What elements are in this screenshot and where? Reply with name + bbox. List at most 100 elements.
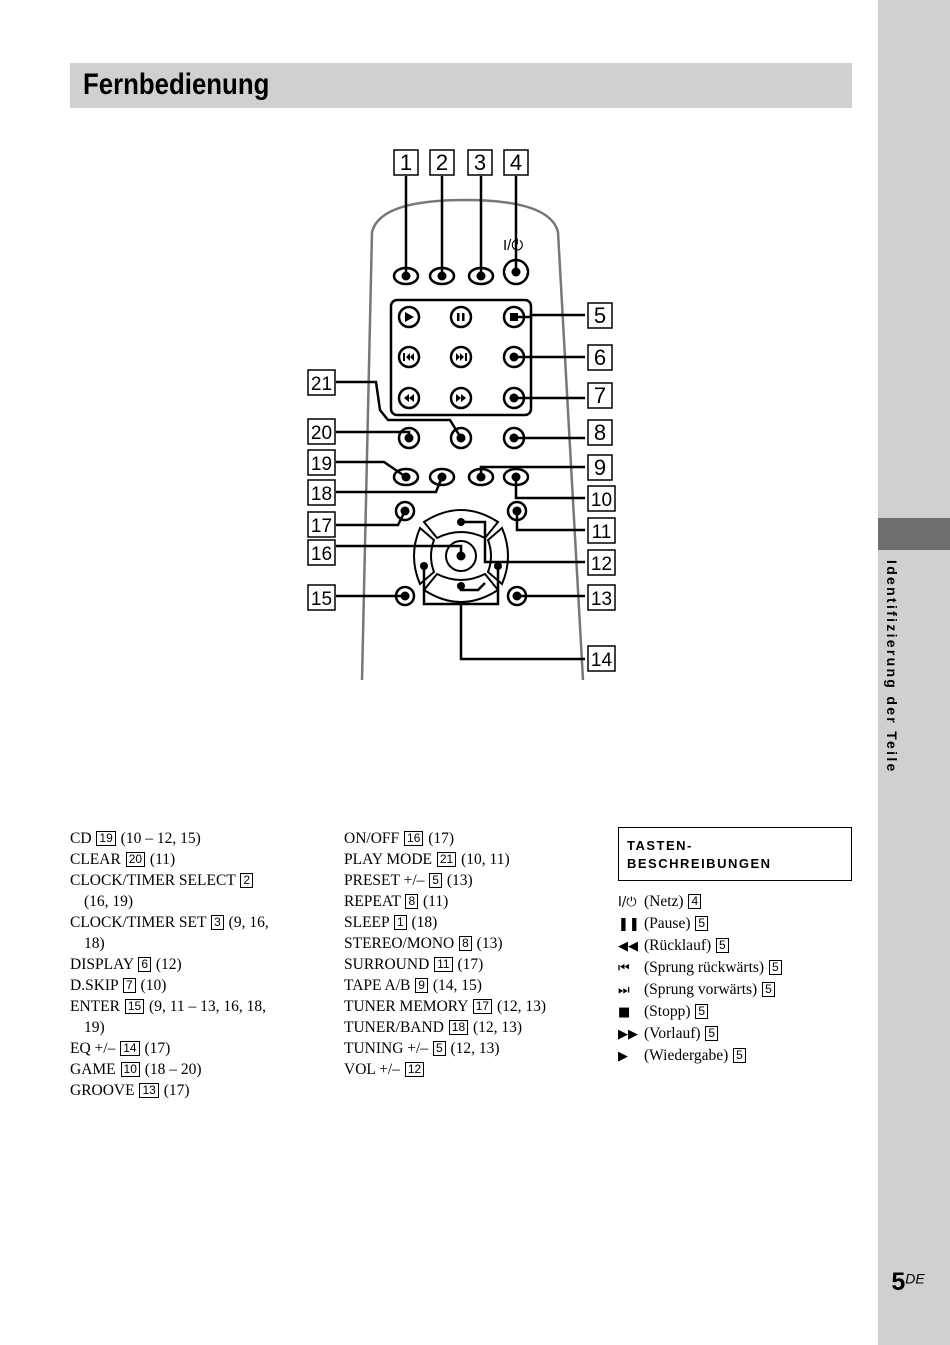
index-entry-label: SLEEP [344,914,393,931]
title-bar [70,63,852,108]
key-description-item: ❚❚(Pause) 5 [618,913,783,935]
index-entry: CLOCK/TIMER SELECT 2 [70,870,269,891]
key-description-item: ⏮(Sprung rückwärts) 5 [618,957,783,979]
index-entry-label: CD [70,830,96,847]
reference-number-box: 20 [125,852,146,867]
key-symbol-icon: ⏮ [618,961,630,976]
index-entry-pages: (9, 16, [224,914,269,931]
index-entry: D.SKIP 7 (10) [70,975,269,996]
index-entry-label: TUNER MEMORY [344,998,472,1015]
key-symbol-icon: ■ [618,1005,631,1020]
key-description-text: (Wiedergabe) [644,1047,733,1064]
reference-number-box: 4 [688,894,702,909]
callout-box: 14 [587,645,616,672]
index-entry-pages: (13) [442,872,473,889]
index-entry: TUNER MEMORY 17 (12, 13) [344,996,546,1017]
reference-number-box: 10 [120,1062,140,1077]
callout-box: 18 [307,479,336,506]
page-number: 5DE [878,1268,938,1297]
reference-number-box: 5 [429,873,442,888]
index-entry: DISPLAY 6 (12) [70,954,269,975]
reference-number-box: 5 [705,1026,719,1041]
index-entry-label: ON/OFF [344,830,404,847]
reference-number-box: 16 [404,831,424,846]
index-entry-pages: (11) [146,851,176,868]
index-entry-pages: (12, 13) [446,1040,500,1057]
index-entry: SURROUND 11 (17) [344,954,546,975]
index-entry: VOL +/– 12 [344,1059,546,1080]
index-entry: CD 19 (10 – 12, 15) [70,828,269,849]
index-entry: REPEAT 8 (11) [344,891,546,912]
callout-number: 17 [311,516,332,537]
callout-number: 1 [400,150,412,175]
index-entry: EQ +/– 14 (17) [70,1038,269,1059]
index-entry: CLOCK/TIMER SET 3 (9, 16, [70,912,269,933]
sidebar-section-label: Identifizierung der Teile [884,560,900,774]
index-entry: TAPE A/B 9 (14, 15) [344,975,546,996]
reference-number-box: 5 [432,1041,446,1056]
index-entry-label: CLOCK/TIMER SELECT [70,872,240,889]
index-entry-pages: (13) [472,935,503,952]
reference-number-box: 6 [138,957,152,972]
index-column-1: CD 19 (10 – 12, 15) CLEAR 20 (11) CLOCK/TI… [70,828,269,1101]
callout-number: 16 [311,544,332,565]
reference-number-box: 21 [436,852,457,867]
index-entry: TUNING +/– 5 (12, 13) [344,1038,546,1059]
key-description-item: ▶(Wiedergabe) 5 [618,1045,783,1067]
key-description-item: ■(Stopp) 5 [618,1001,783,1023]
reference-number-box: 5 [695,1004,709,1019]
index-entry: PLAY MODE 21 (10, 11) [344,849,546,870]
callout-box: 17 [307,511,336,538]
key-description-item: ◀◀(Rücklauf) 5 [618,935,783,957]
index-entry: GAME 10 (18 – 20) [70,1059,269,1080]
key-descriptions-list: I/⏻(Netz) 4❚❚(Pause) 5 ◀◀ (Rücklauf) 5 ⏮ (Sp… [618,891,783,1067]
key-description-text: (Sprung rückwärts) [644,959,768,976]
reference-number-box: 1 [393,915,407,930]
reference-number-box: 18 [448,1020,469,1035]
key-description-item: ⏭ (Sprung vorwärts) 5 [618,979,783,1001]
index-entry-pages: (10 – 12, 15) [116,830,201,847]
index-entry-label: PLAY MODE [344,851,436,868]
callout-number: 19 [311,454,332,475]
callout-number: 6 [594,345,606,370]
index-entry-pages: (17) [453,956,484,973]
key-symbol-icon: ❚❚ [618,917,640,932]
callout-number: 8 [594,420,606,445]
index-entry: STEREO/MONO 8 (13) [344,933,546,954]
index-entry-pages: (17) [140,1040,171,1057]
callout-box: 9 [587,454,613,481]
callout-box: 1 [393,149,419,176]
index-entry: TUNER/BAND 18 (12, 13) [344,1017,546,1038]
index-entry: PRESET +/– 5 (13) [344,870,546,891]
index-entry-pages: (10, 11) [457,851,510,868]
power-label: I/⏻ [503,237,523,254]
index-entry-label: TAPE A/B [344,977,415,994]
key-description-text: (Rücklauf) [644,937,716,954]
reference-number-box: 5 [762,982,775,997]
key-description-text: (Sprung vorwärts) [644,981,762,998]
reference-number-box: 17 [472,999,493,1014]
key-symbol-icon: ⏭ [618,983,630,998]
index-entry-pages: (18 – 20) [140,1061,202,1078]
reference-number-box: 8 [459,936,472,951]
index-column-2: ON/OFF 16 (17)PLAY MODE 21 (10, 11)PRESE… [344,828,546,1080]
index-entry-label: TUNER/BAND [344,1019,448,1036]
callout-box: 12 [587,549,616,576]
key-description-item: I/⏻(Netz) 4 [618,891,783,913]
index-entry-pages-continued: 19) [84,1019,105,1036]
index-entry-pages: (17) [424,830,455,847]
key-descriptions-heading-line2: BESCHREIBUNGEN [627,856,772,871]
callout-number: 13 [591,589,612,610]
callout-number: 5 [594,303,606,328]
index-entry-label: CLEAR [70,851,125,868]
index-entry: ON/OFF 16 (17) [344,828,546,849]
index-entry-label: PRESET +/– [344,872,429,889]
index-entry-label: CLOCK/TIMER SET [70,914,211,931]
callout-number: 7 [594,383,606,408]
reference-number-box: 8 [405,894,419,909]
index-entry-label: TUNING +/– [344,1040,432,1057]
index-entry-pages: (9, 11 – 13, 16, 18, [145,998,267,1015]
callout-number: 20 [311,423,332,444]
callout-number: 14 [591,650,613,671]
key-symbol-icon: ◀◀ [618,939,638,954]
